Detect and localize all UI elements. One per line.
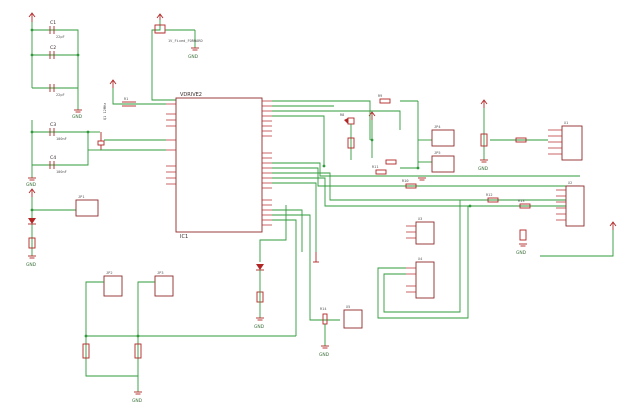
- connector-label-jp1: JP1: [78, 195, 85, 199]
- reset-switch: 1V_Fixed_FORWARD GND: [151, 20, 203, 101]
- connector-label-x2: X2: [568, 181, 572, 185]
- capacitor-label-c2: C2: [50, 45, 56, 51]
- supply-symbol-far-right: [609, 221, 617, 230]
- connector-label-jp4: JP4: [434, 125, 441, 129]
- net-label-gnd-x5: GND: [319, 352, 330, 358]
- potentiometer-right: GND: [478, 108, 548, 172]
- capacitor-label-c1: C1: [50, 20, 56, 26]
- capacitor-value-c4: 100nF: [56, 170, 67, 174]
- ic-ref: IC1: [180, 234, 188, 240]
- resistor-label-r13: R13: [518, 199, 525, 203]
- capacitor-value-c2: 22pF: [56, 93, 65, 97]
- resistor-label-r8: R8: [340, 113, 344, 117]
- net-label-gnd-mid: GND: [26, 182, 37, 188]
- connector-label-x1: X1: [564, 121, 568, 125]
- supply-symbol-right: [480, 99, 488, 108]
- resistor-label-r12: R12: [486, 193, 493, 197]
- capacitor-block-top-left: C1 C2 22pF 22pF GND: [31, 20, 83, 120]
- far-right-feed: [519, 229, 614, 257]
- resistor-label-r14: R14: [320, 307, 327, 311]
- bus-wires: [272, 100, 580, 321]
- net-label-gnd-right: GND: [516, 250, 527, 256]
- switch-gnd-label: GND: [188, 54, 199, 60]
- net-label-gnd-top: GND: [72, 114, 83, 120]
- connector-x2: X2: [556, 181, 585, 227]
- left-led-chain: GND JP1: [26, 195, 99, 268]
- wires-ic-left: R1: [100, 88, 166, 151]
- connector-label-x3: X3: [418, 217, 422, 221]
- gnd-symbol-right: GND: [516, 243, 527, 256]
- connector-label-x4: X4: [418, 257, 422, 261]
- bottom-left-block: JP2 JP3 GND: [82, 219, 297, 404]
- switch-label: 1V_Fixed_FORWARD: [168, 39, 203, 43]
- crystal-block-left: C3 C4 100nF 100nF GND Q1 12MHz: [26, 103, 107, 188]
- resistor-label-r11: R11: [372, 165, 379, 169]
- supply-symbol-left-led: [28, 188, 36, 197]
- connector-x5: X5 GND: [313, 252, 363, 358]
- capacitor-value-c1: 22pF: [56, 35, 65, 39]
- connector-x3: X3: [406, 217, 435, 245]
- main-ic: VDRIVE2 IC1: [166, 92, 272, 240]
- supply-symbol-top-switch: [156, 13, 164, 20]
- supply-symbol-top-left: [28, 12, 36, 22]
- net-label-gnd-pot: GND: [478, 166, 489, 172]
- center-led: GND: [254, 205, 287, 330]
- crystal-label: Q1 12MHz: [103, 103, 107, 120]
- ic-right-pins: [262, 100, 272, 226]
- capacitor-value-c3: 100nF: [56, 137, 67, 141]
- ic-name: VDRIVE2: [180, 92, 202, 98]
- connector-label-x5: X5: [346, 305, 350, 309]
- net-label-gnd-bottom: GND: [132, 398, 143, 404]
- capacitor-label-c4: C4: [50, 155, 56, 161]
- supply-symbol-mid: [109, 79, 117, 88]
- connector-label-jp5: JP5: [434, 151, 441, 155]
- resistor-label-r1: R1: [124, 97, 128, 101]
- net-label-gnd-led: GND: [26, 262, 37, 268]
- bus-resistors: R11 R10 R12 R13 R14: [320, 165, 531, 325]
- transistor-cluster: R8 R9: [340, 94, 432, 181]
- resistor-label-r10: R10: [402, 179, 409, 183]
- junction-dots: [30, 28, 472, 338]
- connector-label-jp2: JP2: [106, 271, 113, 275]
- resistor-label-r9: R9: [378, 94, 382, 98]
- net-label-gnd-center: GND: [254, 324, 265, 330]
- jumper-boxes-top-right: JP4 JP5: [431, 125, 455, 173]
- connector-x4: X4: [377, 200, 469, 319]
- connector-x1: X1: [548, 121, 583, 161]
- capacitor-label-c3: C3: [50, 122, 56, 128]
- connector-label-jp3: JP3: [157, 271, 164, 275]
